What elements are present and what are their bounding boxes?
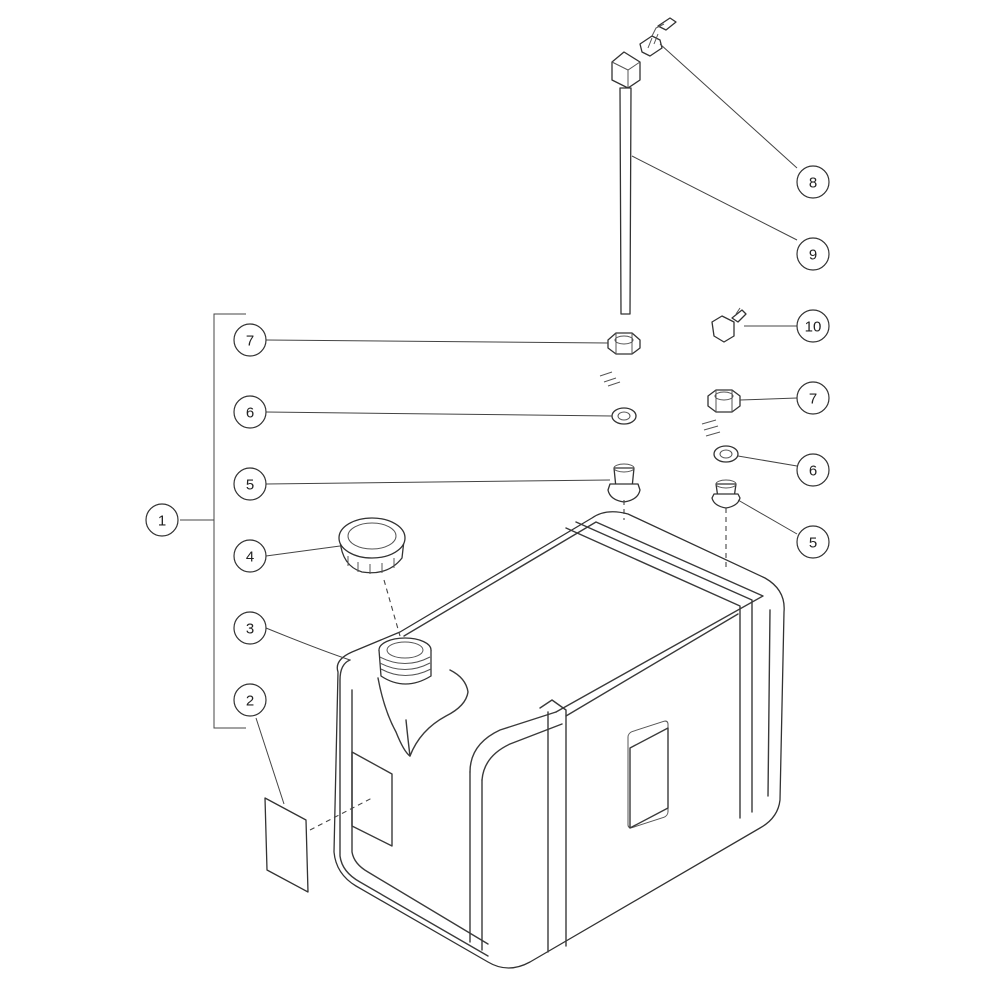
filler-cap bbox=[338, 517, 406, 574]
callout-number: 5 bbox=[809, 535, 817, 552]
right-fitting-assembly bbox=[701, 307, 747, 570]
callout-circle bbox=[796, 309, 830, 343]
callout-circle bbox=[796, 237, 830, 271]
leader-lines bbox=[255, 43, 798, 805]
callout-b5a: 5 bbox=[233, 467, 267, 501]
callout-number: 7 bbox=[246, 333, 254, 350]
callout-circle bbox=[796, 165, 830, 199]
label-decal bbox=[264, 797, 309, 893]
callout-number: 1 bbox=[158, 513, 166, 530]
callout-circle bbox=[796, 381, 830, 415]
callout-number: 4 bbox=[246, 549, 254, 566]
left-fitting-assembly bbox=[599, 17, 677, 520]
callout-circle bbox=[145, 503, 179, 537]
callout-circle bbox=[233, 467, 267, 501]
callout-circle bbox=[233, 539, 267, 573]
callout-circle bbox=[233, 611, 267, 645]
fuel-tank bbox=[333, 511, 785, 969]
callout-b6a: 6 bbox=[233, 395, 267, 429]
callout-circle bbox=[796, 525, 830, 559]
callout-b2: 2 bbox=[233, 683, 267, 717]
callout-number: 5 bbox=[246, 477, 254, 494]
cap-alignment-line bbox=[383, 579, 401, 637]
callout-number: 10 bbox=[805, 319, 822, 336]
decal-alignment-line bbox=[309, 797, 373, 831]
callout-balloons: 1 2 3 4 5 6 7 8 9 10 7 6 5 bbox=[145, 165, 830, 717]
callout-b5b: 5 bbox=[796, 525, 830, 559]
callout-b1: 1 bbox=[145, 503, 179, 537]
callout-circle bbox=[796, 453, 830, 487]
callout-b3: 3 bbox=[233, 611, 267, 645]
callout-number: 9 bbox=[809, 247, 817, 264]
callout-b4: 4 bbox=[233, 539, 267, 573]
callout-b10: 10 bbox=[796, 309, 830, 343]
callout-circle bbox=[233, 323, 267, 357]
callout-number: 3 bbox=[246, 621, 254, 638]
assembly-bracket bbox=[213, 313, 246, 729]
callout-circle bbox=[233, 395, 267, 429]
callout-b7a: 7 bbox=[233, 323, 267, 357]
callout-number: 6 bbox=[246, 405, 254, 422]
callout-b9: 9 bbox=[796, 237, 830, 271]
callout-b7b: 7 bbox=[796, 381, 830, 415]
callout-b6b: 6 bbox=[796, 453, 830, 487]
callout-number: 7 bbox=[809, 391, 817, 408]
callout-number: 6 bbox=[809, 463, 817, 480]
callout-number: 2 bbox=[246, 693, 254, 710]
callout-number: 8 bbox=[809, 175, 817, 192]
callout-circle bbox=[233, 683, 267, 717]
callout-b8: 8 bbox=[796, 165, 830, 199]
